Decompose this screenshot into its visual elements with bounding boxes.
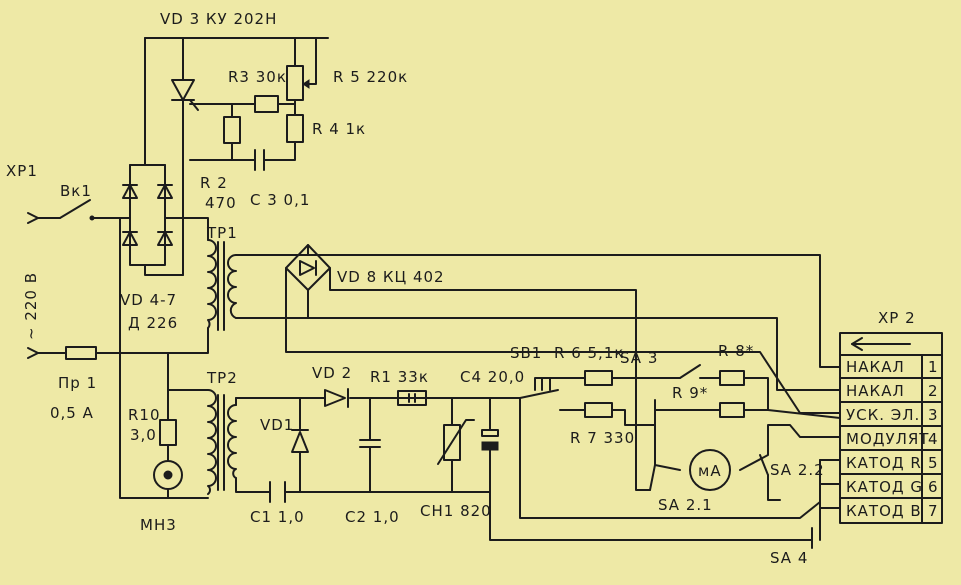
label-r9: R 9*	[672, 384, 708, 402]
label-vd1: VD1	[260, 416, 294, 434]
rectifier-vd8	[299, 260, 317, 276]
label-sb1: SB1	[510, 344, 542, 362]
label-sa3: SA 3	[620, 349, 658, 367]
resistor-r8	[719, 370, 745, 386]
pin-number: 5	[928, 454, 939, 472]
label-r5: R 5 220к	[333, 68, 408, 86]
milliammeter	[689, 449, 731, 491]
label-sa2-1: SA 2.1	[658, 496, 713, 514]
pin-label: КАТОД R	[846, 454, 922, 472]
pin-label: КАТОД G	[846, 478, 923, 496]
transformer-tp1	[207, 239, 237, 331]
pin-number: 6	[928, 478, 939, 496]
diode-vd1	[291, 429, 309, 453]
label-c3: С 3 0,1	[250, 191, 310, 209]
label-tp1: ТР1	[206, 224, 238, 242]
label-sa2-2: SA 2.2	[770, 461, 825, 479]
label-vd4-7-type: Д 226	[128, 314, 178, 332]
capacitor-c3	[254, 149, 265, 171]
label-vd2: VD 2	[312, 364, 352, 382]
pin-number: 3	[928, 406, 939, 424]
label-mains: ~ 220 В	[22, 272, 40, 340]
label-mn3: МН3	[140, 516, 177, 534]
label-pr1: Пр 1	[58, 374, 97, 392]
label-r3: R3 30к	[228, 68, 287, 86]
label-xp2: ХР 2	[878, 309, 916, 327]
capacitor-c1	[269, 481, 286, 503]
resistor-r3	[254, 95, 279, 113]
pin-label: НАКАЛ	[846, 382, 905, 400]
potentiometer-r5	[286, 65, 311, 101]
fuse-pr1	[65, 346, 97, 360]
resistor-r2	[223, 116, 241, 144]
lamp-mn3	[153, 460, 183, 490]
label-bk1: Вк1	[60, 182, 92, 200]
label-r7: R 7 330	[570, 429, 635, 447]
label-tp2: ТР2	[206, 369, 238, 387]
varistor-ch1	[437, 419, 475, 465]
label-c4: С4 20,0	[460, 368, 525, 386]
label-c2: С2 1,0	[345, 508, 400, 526]
label-r8: R 8*	[718, 342, 754, 360]
diode-vd2	[324, 388, 349, 408]
resistor-r10	[159, 419, 177, 446]
pin-number: 4	[928, 430, 939, 448]
pin-label: НАКАЛ	[846, 358, 905, 376]
diode-bridge-vd4-7	[122, 184, 173, 246]
connector-pin-labels: НАКАЛ 1 НАКАЛ 2 УСК. ЭЛ. 3 МОДУЛЯТ 4 КАТ…	[846, 358, 939, 520]
transformer-tp2	[207, 389, 237, 495]
pin-number: 2	[928, 382, 939, 400]
pin-number: 1	[928, 358, 939, 376]
resistor-r6	[584, 370, 613, 386]
pin-label: УСК. ЭЛ.	[846, 406, 920, 424]
label-r1: R1 33к	[370, 368, 429, 386]
wiring	[37, 37, 841, 549]
button-sb1	[519, 377, 559, 399]
resistor-r4	[286, 114, 304, 143]
label-sa4: SA 4	[770, 549, 808, 567]
label-c1: С1 1,0	[250, 508, 305, 526]
switch-sa3	[679, 364, 701, 379]
capacitor-c2	[359, 439, 381, 448]
resistor-r9	[719, 402, 745, 418]
thyristor-vd3	[171, 79, 199, 111]
label-r2: R 2	[200, 174, 228, 192]
pin-label: МОДУЛЯТ	[846, 430, 929, 448]
resistor-r1	[397, 390, 427, 406]
switch-sa2	[649, 454, 769, 491]
label-r10: R10	[128, 406, 161, 424]
label-xp1: ХР1	[6, 162, 38, 180]
label-vd8: VD 8 КЦ 402	[337, 268, 445, 286]
label-vd3: VD 3 КУ 202Н	[160, 10, 277, 28]
labels: VD 3 КУ 202Н R3 30к R 5 220к R 4 1к R 2 …	[6, 10, 916, 567]
label-r4: R 4 1к	[312, 120, 366, 138]
plug-xp1-arrows	[27, 212, 39, 359]
label-ch1: СН1 820	[420, 502, 492, 520]
label-r2-value: 470	[205, 194, 237, 212]
label-r10-value: 3,0	[130, 426, 157, 444]
pin-label: КАТОД B	[846, 502, 922, 520]
label-r6: R 6 5,1к	[554, 344, 624, 362]
label-milliammeter: мА	[698, 462, 722, 480]
mains-switch-bk1	[59, 199, 95, 221]
label-pr1-rating: 0,5 А	[50, 404, 94, 422]
capacitor-c4	[481, 429, 499, 451]
label-vd4-7: VD 4-7	[120, 291, 177, 309]
connector-xp2	[839, 332, 943, 524]
pin-number: 7	[928, 502, 939, 520]
resistor-r7	[584, 402, 613, 418]
